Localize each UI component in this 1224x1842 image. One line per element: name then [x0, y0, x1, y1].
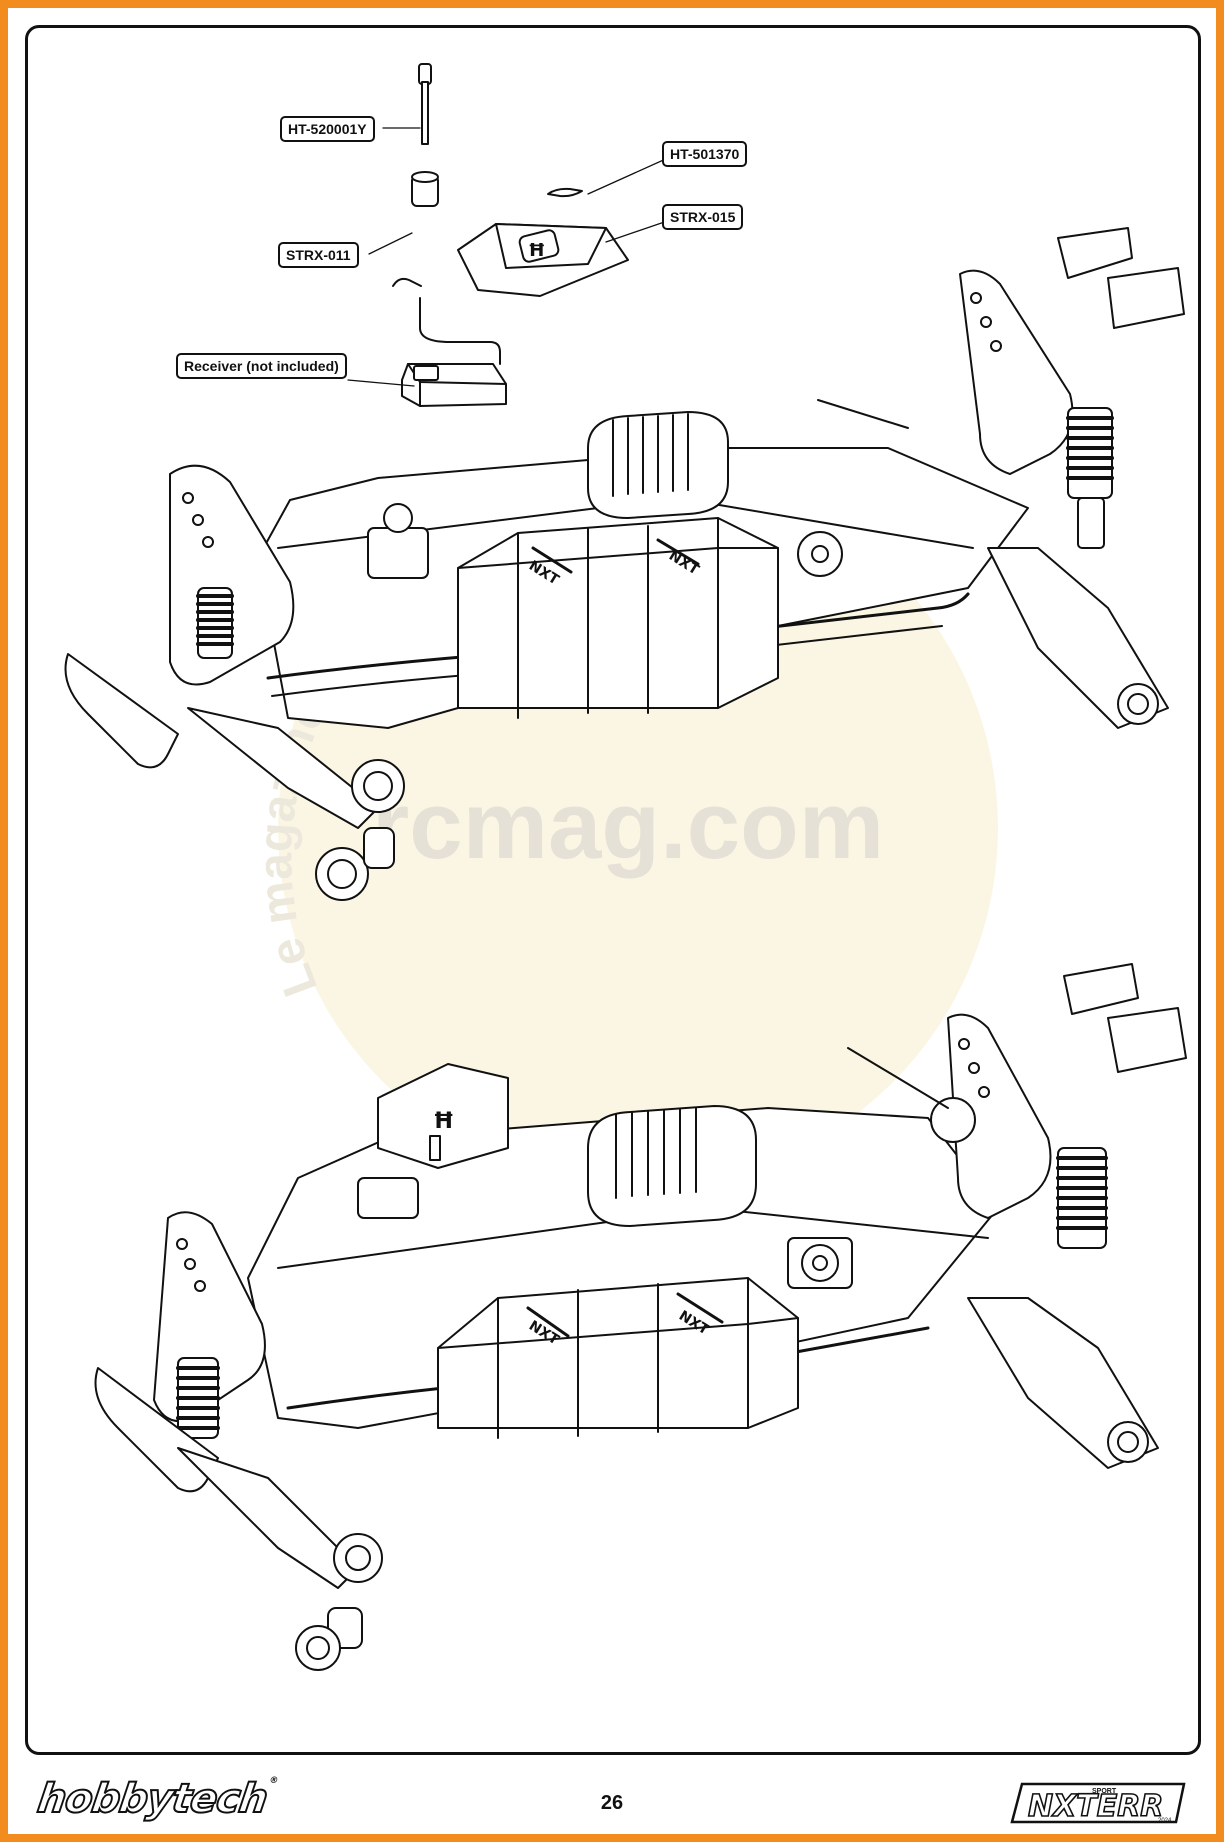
callout-pin: HT-520001Y [280, 116, 375, 142]
receiver-part [401, 297, 507, 407]
callout-receiver: Receiver (not included) [176, 353, 347, 379]
nxterr-logo-year: 2024 [1158, 1818, 1172, 1824]
content-frame: rcmag.com Le magazine du modélisme [25, 25, 1201, 1755]
nxterr-logo-sport: SPORT [1092, 1788, 1117, 1795]
receiver-cover-part: Ħ [457, 223, 629, 297]
page-number: 26 [600, 1792, 624, 1814]
callout-clip: HT-501370 [662, 141, 748, 167]
pin-part [418, 63, 432, 145]
svg-text:Ħ: Ħ [433, 1109, 454, 1134]
callout-cap: STRX-015 [662, 204, 744, 230]
manual-page: rcmag.com Le magazine du modélisme [8, 8, 1216, 1834]
bottom-chassis-drawing: Ħ [94, 963, 1187, 1671]
top-chassis-drawing [64, 227, 1185, 901]
body-clip-part [392, 187, 583, 287]
nxterr-logo: NXTERR SPORT 2024 [1010, 1782, 1186, 1825]
svg-text:Ħ: Ħ [528, 240, 546, 261]
watermark-domain: rcmag.com [372, 772, 884, 879]
nxterr-logo-text: NXTERR [1028, 1789, 1163, 1824]
callout-grommet: STRX-011 [278, 242, 359, 268]
assembly-illustration: Ħ [64, 63, 1187, 1671]
grommet-part [411, 171, 439, 207]
